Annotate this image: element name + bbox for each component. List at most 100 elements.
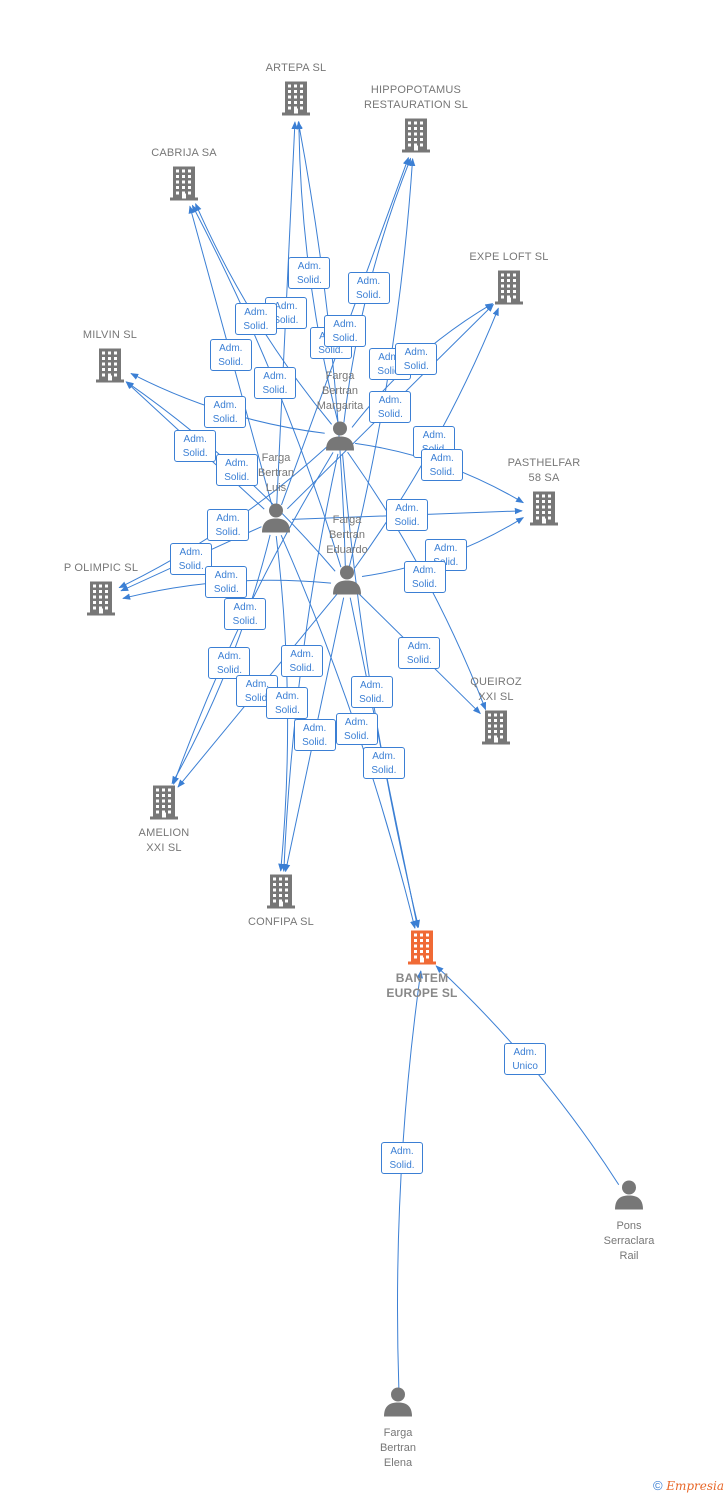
relation-label-line: Adm. <box>422 430 447 442</box>
relation-label-line: Solid. <box>213 583 239 595</box>
relation-label-line: Adm. <box>302 722 327 734</box>
relation-label-line: Adm. <box>395 503 419 515</box>
building-icon[interactable] <box>265 873 297 914</box>
relation-label-line: Adm. <box>213 399 237 411</box>
main-company-building-icon[interactable] <box>406 929 438 970</box>
relation-label[interactable]: Adm.Solid. <box>234 302 277 335</box>
relation-label[interactable]: Adm.Solid. <box>323 315 366 348</box>
relation-edge <box>435 965 620 1185</box>
relation-label[interactable]: Adm.Solid. <box>381 1142 424 1175</box>
relation-label-line: Solid. <box>356 290 382 302</box>
relation-label-line: Adm. <box>290 649 314 661</box>
relation-label[interactable]: Adm.Solid. <box>253 366 296 399</box>
building-icon[interactable] <box>148 784 180 825</box>
relation-label-line: Solid. <box>318 345 344 357</box>
relation-label[interactable]: Adm.Solid. <box>288 257 331 290</box>
company-label-confipa[interactable]: CONFIPA SL <box>248 915 314 930</box>
relation-label[interactable]: Adm.Solid. <box>224 598 267 631</box>
relation-edge <box>396 970 424 1389</box>
relation-label[interactable]: Adm.Unico <box>504 1042 547 1075</box>
relation-label-line: Solid. <box>244 692 270 704</box>
relation-label[interactable]: Adm.Solid. <box>403 560 446 593</box>
relation-label-line: Adm. <box>233 602 257 614</box>
relation-label-line: Solid. <box>394 517 420 529</box>
relation-label[interactable]: Adm.Solid. <box>209 339 252 372</box>
relation-label[interactable]: Adm.Solid. <box>335 712 378 745</box>
relation-label[interactable]: Adm.Solid. <box>421 448 464 481</box>
node-label-line: Farga <box>325 370 355 382</box>
relation-label-line: Adm. <box>378 351 402 363</box>
relation-label-line: Solid. <box>218 357 244 369</box>
node-label-line: RESTAURATION SL <box>363 99 469 111</box>
relation-label-line: Solid. <box>243 320 269 332</box>
relation-label-line: Adm. <box>404 346 428 358</box>
building-icon[interactable] <box>480 709 512 750</box>
relation-label-line: Solid. <box>262 384 288 396</box>
company-label-milvin[interactable]: MILVIN SL <box>83 328 137 343</box>
person-icon[interactable] <box>331 564 363 601</box>
person-icon[interactable] <box>260 502 292 539</box>
relation-label[interactable]: Adm.Solid. <box>208 646 251 679</box>
copyright-symbol: © <box>652 1478 663 1493</box>
building-icon[interactable] <box>168 165 200 206</box>
relation-label-line: Adm. <box>372 750 396 762</box>
company-label-artepa[interactable]: ARTEPA SL <box>266 61 327 76</box>
relation-label[interactable]: Adm.Solid. <box>369 390 412 423</box>
building-icon[interactable] <box>85 580 117 621</box>
relation-label-line: Solid. <box>344 730 370 742</box>
relation-label-line: Solid. <box>429 466 455 478</box>
node-label-line: PASTHELFAR <box>507 457 581 469</box>
node-label-line: EUROPE SL <box>386 986 458 1000</box>
node-label-line: Luis <box>265 482 287 494</box>
node-label-line: Bertran <box>257 467 295 479</box>
relation-label[interactable]: Adm.Solid. <box>266 687 309 720</box>
person-icon[interactable] <box>382 1386 414 1423</box>
relation-label[interactable]: Adm.Solid. <box>395 342 438 375</box>
building-icon[interactable] <box>528 490 560 531</box>
relation-label-line: Solid. <box>389 1160 415 1172</box>
person-icon[interactable] <box>613 1179 645 1216</box>
relation-label[interactable]: Adm.Solid. <box>362 746 405 779</box>
relation-label[interactable]: Adm.Solid. <box>207 508 250 541</box>
node-label-line: ARTEPA SL <box>265 62 327 74</box>
relation-label[interactable]: Adm. Solid. <box>386 499 428 532</box>
relation-label-line: Adm. <box>183 433 207 445</box>
building-icon[interactable] <box>94 347 126 388</box>
node-label-line: Rail <box>619 1250 639 1262</box>
node-label-line: EXPE LOFT SL <box>469 251 549 263</box>
relation-label-line: Adm. <box>225 457 249 469</box>
company-label-polimpic[interactable]: P OLIMPIC SL <box>64 561 138 576</box>
building-icon[interactable] <box>400 117 432 158</box>
node-label-line: CABRIJA SA <box>151 147 217 159</box>
company-label-expe[interactable]: EXPE LOFT SL <box>469 250 548 265</box>
brand-logo-text: Empresia <box>666 1479 724 1493</box>
company-label-cabrija[interactable]: CABRIJA SA <box>151 146 217 161</box>
relation-label[interactable]: Adm.Solid. <box>205 565 248 598</box>
relation-label[interactable]: Adm.Solid. <box>204 395 247 428</box>
building-icon[interactable] <box>280 80 312 121</box>
relation-label[interactable]: Adm.Solid. <box>280 645 323 678</box>
relation-label[interactable]: Adm.Solid. <box>347 272 390 305</box>
relation-label-line: Adm. <box>275 691 300 703</box>
relation-label[interactable]: Adm.Solid. <box>398 637 441 670</box>
relation-label[interactable]: Adm.Solid. <box>170 542 213 575</box>
person-icon[interactable] <box>324 420 356 457</box>
relation-label[interactable]: Adm.Solid. <box>293 718 336 751</box>
building-icon[interactable] <box>493 269 525 310</box>
relation-label-line: Solid. <box>215 526 241 538</box>
relation-label-line: Solid. <box>216 664 242 676</box>
relation-label[interactable]: Adm.Solid. <box>215 453 258 486</box>
relation-label[interactable]: Adm.Solid. <box>350 675 393 708</box>
relation-label[interactable]: Adm.Solid. <box>174 429 217 462</box>
relation-label-line: Adm. <box>412 564 437 576</box>
